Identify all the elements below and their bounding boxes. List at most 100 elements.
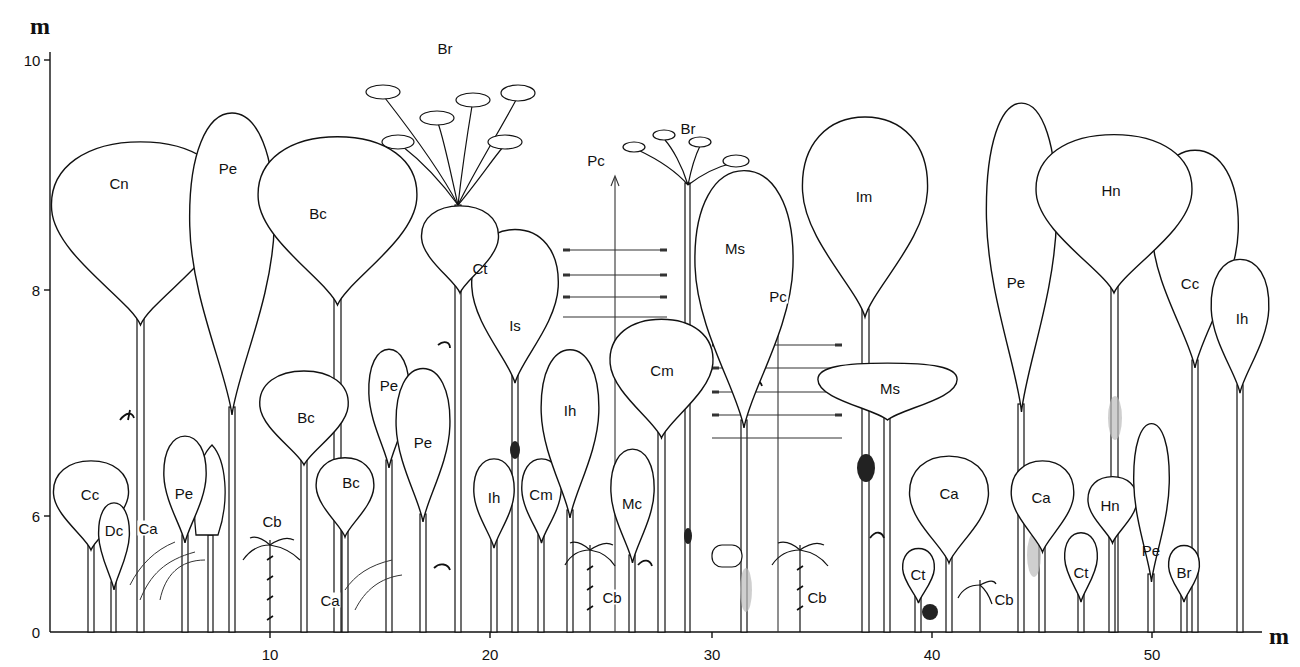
tree-crown: Ca [1010, 460, 1075, 552]
plant-label: Cb [806, 590, 827, 605]
crown-outline [608, 318, 715, 438]
crown-shape [258, 137, 417, 305]
crown-shape [903, 549, 935, 603]
tree-crown: Bc [255, 135, 420, 305]
crown-outline [1210, 258, 1270, 393]
species-code: Cm [650, 363, 673, 378]
crown-shape [1065, 533, 1098, 602]
species-code: Bc [297, 410, 315, 425]
crown-shape [316, 458, 374, 537]
species-code: Ct [911, 567, 926, 582]
tree-crown: Br [1168, 545, 1200, 602]
species-code: Mc [622, 496, 642, 511]
tree-crown: Hn [1033, 133, 1195, 293]
species-code: Cc [1181, 276, 1199, 291]
crown-outline [255, 135, 420, 305]
tree-crown: Bc [258, 370, 350, 465]
species-code: Dc [105, 523, 123, 538]
crown-shape [818, 363, 957, 420]
tree-crown: Dc [98, 502, 130, 590]
species-code: Ms [725, 241, 745, 256]
tree-crown: Pe [188, 110, 276, 415]
plant-label: 6 [31, 509, 41, 524]
species-code: Ih [1236, 311, 1249, 326]
species-code: Pe [175, 486, 193, 501]
plant-label: 0 [31, 625, 41, 640]
tree-crown: Pe [163, 435, 207, 543]
crown-outline [1033, 133, 1195, 293]
species-code: Im [856, 189, 873, 204]
crown-shape [1211, 259, 1269, 393]
species-code: Ct [473, 261, 488, 276]
species-code: Hn [1101, 183, 1120, 198]
species-code: Pe [1142, 543, 1160, 558]
species-code: Ct [1074, 565, 1089, 580]
crown-outline [540, 348, 600, 518]
crown-shape [1169, 546, 1200, 602]
crown-shape [1134, 424, 1170, 582]
tree-crown: Pe [395, 367, 451, 522]
species-code: Pe [219, 161, 237, 176]
tree-crown: Ct [420, 205, 500, 293]
crown-outline [188, 110, 276, 415]
plant-label: Br [680, 121, 697, 136]
plant-label: Pc [586, 153, 606, 168]
plant-label: Cb [993, 592, 1014, 607]
plant-label: 40 [923, 647, 942, 662]
crown-outline [1010, 460, 1075, 552]
species-code: Pe [1007, 275, 1025, 290]
tree-crown: Ct [1064, 532, 1098, 602]
crown-shape [1088, 477, 1137, 543]
species-code: Cn [109, 176, 128, 191]
crown-outline [908, 455, 990, 563]
crown-shape [910, 456, 989, 563]
crown-shape [541, 350, 599, 518]
plant-label: 20 [481, 647, 500, 662]
tree-crown: Ca [908, 455, 990, 563]
plant-label: 30 [703, 647, 722, 662]
tree-crown: Ct [902, 548, 935, 603]
crown-shape [986, 103, 1056, 412]
crown-shape [610, 319, 713, 438]
tree-crown: Mc [610, 448, 655, 563]
tree-crown: Ih [540, 348, 600, 518]
crown-shape [474, 459, 514, 548]
species-code: Cc [81, 487, 99, 502]
species-code: Ih [564, 403, 577, 418]
crown-shape [695, 171, 793, 428]
crown-outline [800, 115, 930, 317]
species-code: Bc [309, 206, 327, 221]
plant-label: Ca [319, 593, 340, 608]
crown-outline [420, 205, 500, 293]
plant-label: 8 [31, 283, 41, 298]
tree-crown: Hn [1087, 476, 1138, 543]
plant-label: Pc [768, 289, 788, 304]
tree-crown: Pe [985, 100, 1058, 412]
axis-unit: m [1268, 624, 1290, 648]
species-code: Ca [939, 486, 958, 501]
plant-label: Cb [261, 514, 282, 529]
species-code: Br [1177, 565, 1192, 580]
plant-label: 10 [261, 647, 280, 662]
crown-shape [472, 230, 559, 383]
plant-label: Cb [601, 590, 622, 605]
crown-shape [1011, 461, 1074, 552]
species-code: Ih [488, 490, 501, 505]
plant-label: Ca [137, 521, 158, 536]
species-code: Pe [380, 378, 398, 393]
tree-crown: Ih [1210, 258, 1270, 393]
crown-shape [99, 503, 130, 590]
crown-shape [190, 113, 275, 415]
crown-outline [98, 502, 130, 590]
crown-shape [396, 369, 450, 522]
species-code: Ms [880, 381, 900, 396]
crown-outline [315, 457, 375, 537]
species-code: Bc [342, 475, 360, 490]
crown-shape [802, 117, 927, 317]
species-code: Ca [1031, 490, 1050, 505]
tree-crown: Ih [473, 458, 515, 548]
crown-shape [611, 449, 654, 563]
tree-crown: Pe [1133, 422, 1170, 582]
crown-shape [164, 436, 206, 543]
